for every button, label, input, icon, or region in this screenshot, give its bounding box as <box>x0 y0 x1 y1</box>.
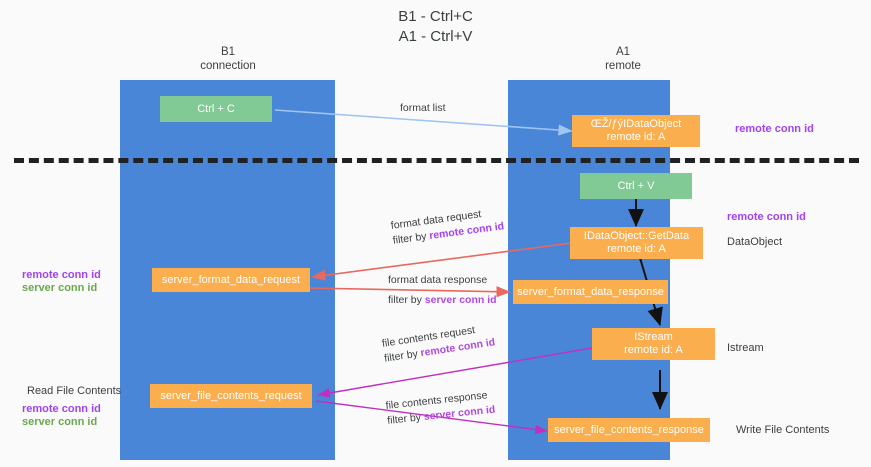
label-remote-conn-id-top: remote conn id <box>735 123 814 135</box>
caption-file-contents-response-filter: filter by <box>386 411 425 427</box>
box-ctrl-v[interactable]: Ctrl + V <box>580 173 692 199</box>
caption-format-list-line1: format list <box>400 102 446 114</box>
diagram-title: B1 - Ctrl+C A1 - Ctrl+V <box>398 8 473 45</box>
caption-format-data-request: format data request filter by remote con… <box>390 204 505 248</box>
box-server-file-contents-request[interactable]: server_file_contents_request <box>150 384 312 408</box>
label-dataobject: DataObject <box>727 236 783 248</box>
caption-file-contents-request-filter: filter by <box>383 347 422 365</box>
label-left-remote-conn-id-2: remote conn id <box>22 403 101 415</box>
box-ctrl-c[interactable]: Ctrl + C <box>160 96 272 122</box>
lane-header-a1: A1 remote <box>605 46 641 72</box>
caption-format-list: format list <box>400 101 446 116</box>
lane-header-b1: B1 connection <box>200 46 256 72</box>
label-write-file-contents: Write File Contents <box>736 424 830 436</box>
label-istream: Istream <box>727 342 764 354</box>
box-server-format-data-response[interactable]: server_format_data_response <box>513 280 668 304</box>
label-read-file-contents: Read File Contents <box>27 385 122 397</box>
label-left-server-conn-id-2: server conn id <box>22 416 98 428</box>
box-server-format-data-request[interactable]: server_format_data_request <box>152 268 310 292</box>
caption-format-data-response-value: server conn id <box>424 294 497 306</box>
caption-file-contents-response: file contents response filter by server … <box>385 388 496 429</box>
label-left-server-conn-id: server conn id <box>22 282 98 294</box>
caption-format-data-response: format data response filter by server co… <box>388 273 497 308</box>
box-idataobject-getdata[interactable]: IDataObject::GetData remote id: A <box>570 227 703 259</box>
caption-format-data-request-filter: filter by <box>392 230 431 247</box>
phase-divider <box>14 158 859 163</box>
caption-format-data-response-filter: filter by <box>388 294 425 306</box>
box-server-file-contents-response[interactable]: server_file_contents_response <box>548 418 710 442</box>
box-istream[interactable]: IStream remote id: A <box>592 328 715 360</box>
caption-format-data-response-line1: format data response <box>388 274 488 286</box>
label-remote-conn-id-getdata: remote conn id <box>727 211 806 223</box>
label-left-remote-conn-id: remote conn id <box>22 269 101 281</box>
caption-file-contents-request: file contents request filter by remote c… <box>381 320 496 366</box>
box-idataobject[interactable]: ŒŽ/ƒýIDataObject remote id: A <box>572 115 700 147</box>
